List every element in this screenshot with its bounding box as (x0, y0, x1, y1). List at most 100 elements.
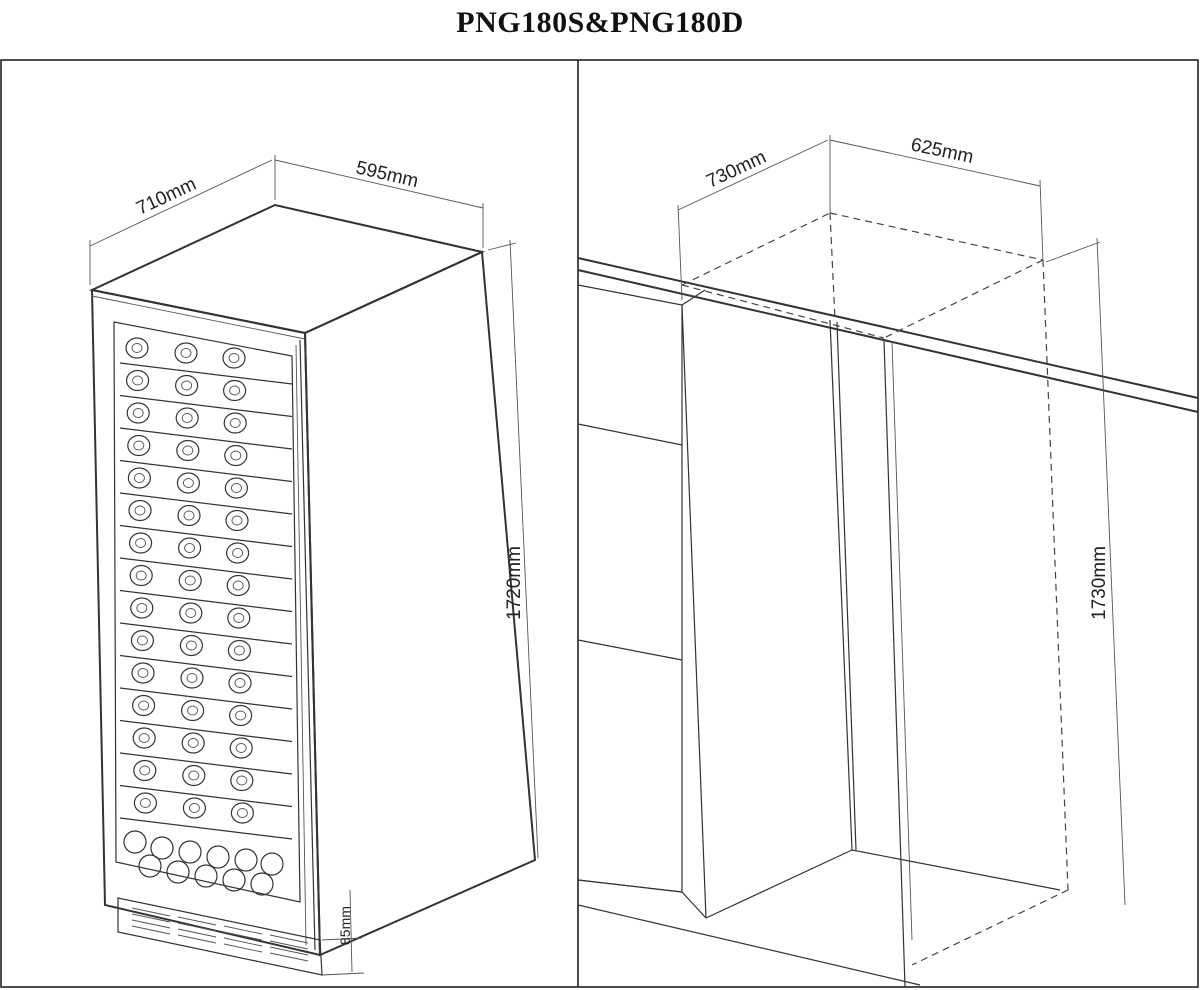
bottle-neck (188, 770, 200, 781)
bottle-neck (187, 738, 199, 748)
shelf-line (119, 557, 293, 580)
bottle-neck (132, 375, 144, 386)
cooler-side-panel (303, 250, 537, 957)
bottle-end (166, 860, 190, 884)
bottle-neck (235, 743, 247, 753)
bottle-neck (235, 710, 247, 721)
bottle-end (178, 840, 202, 864)
shelf-line (119, 492, 293, 515)
shelf-line (119, 362, 293, 385)
vent-slot (223, 937, 263, 947)
bottle-neck (135, 570, 147, 581)
bottle-neck (230, 450, 242, 461)
cooler-base (117, 897, 323, 976)
bottle-end (128, 499, 152, 522)
bottle-end (126, 402, 150, 424)
bottle-end (223, 412, 247, 434)
vent-slot (269, 940, 309, 950)
door-handle (299, 339, 316, 951)
bottle-end (227, 607, 251, 629)
bottle-neck (185, 608, 197, 618)
vent-slot (131, 907, 171, 917)
bottle-neck (132, 408, 144, 418)
bottle-neck (133, 473, 145, 483)
bottle-end (177, 504, 201, 527)
vent-slot (269, 934, 309, 944)
bottle-neck (131, 343, 143, 353)
bottle-neck (181, 380, 193, 391)
bottle-end (174, 342, 198, 364)
vent-slot (177, 934, 217, 944)
bottle-end (175, 407, 199, 429)
bottle-end (176, 439, 200, 462)
bottle-end (131, 662, 155, 684)
bottle-neck (133, 440, 145, 451)
bottle-neck (229, 418, 241, 428)
bottle-neck (183, 510, 195, 521)
bottle-neck (232, 580, 244, 591)
dim-base-height: 85mm (337, 906, 353, 945)
vent-slot (223, 931, 263, 941)
bottle-end (225, 509, 249, 532)
bottle-neck (185, 640, 197, 651)
bottle-end (228, 672, 252, 694)
bottle-end (179, 634, 203, 657)
vent-slot (131, 913, 171, 923)
vent-slot (177, 916, 217, 926)
bottle-end (178, 537, 202, 559)
left-dimensions (89, 155, 539, 976)
bottle-end (224, 477, 248, 499)
bottle-end (125, 337, 149, 359)
base-vents (131, 907, 309, 962)
bottle-end (182, 797, 206, 819)
bottle-end (222, 868, 246, 892)
bottle-end (126, 369, 150, 392)
bottle-end (138, 854, 162, 878)
vent-slot (269, 946, 309, 956)
bottle-neck (233, 613, 245, 623)
bottle-neck (134, 505, 146, 516)
bottle-neck (187, 705, 199, 716)
shelf-line (119, 622, 293, 645)
bottle-end (181, 732, 205, 754)
bottle-end (194, 864, 218, 888)
bottle-end (133, 759, 157, 782)
bottle-end (127, 434, 151, 457)
bottle-neck (180, 348, 192, 358)
bottle-end (229, 704, 253, 727)
shelf-line (119, 654, 293, 678)
vent-slot (177, 928, 217, 938)
bottle-end (179, 602, 203, 624)
bottle-end (129, 532, 153, 554)
left-cabinet (577, 284, 683, 893)
bottle-end (130, 597, 154, 619)
bottle-neck (136, 603, 148, 613)
bottle-end (178, 569, 202, 592)
bottle-end (250, 872, 274, 896)
bottle-end (226, 574, 250, 597)
vent-slot (177, 922, 217, 932)
bottle-neck (236, 775, 248, 786)
page-title: PNG180S&PNG180D (456, 6, 744, 39)
bottle-neck (232, 548, 244, 558)
shelf-line (119, 752, 293, 775)
bottle-end (127, 467, 151, 489)
bottle-neck (184, 543, 196, 553)
vent-slot (223, 943, 263, 953)
bottle-end (133, 792, 157, 814)
bottle-end (180, 667, 204, 689)
bottle-end (181, 699, 205, 722)
dim-height-right: 1730mm (1089, 546, 1110, 620)
bottle-neck (186, 673, 198, 683)
bottle-neck (184, 575, 196, 586)
wine-cooler-drawing (88, 203, 537, 976)
cooler-top-face (88, 203, 486, 335)
shelf-line (119, 589, 293, 613)
vent-slot (223, 925, 263, 935)
vent-slot (269, 952, 309, 962)
right-dimensions (677, 135, 1126, 906)
bottle-neck (234, 678, 246, 688)
bottle-end (175, 374, 199, 397)
bottle-neck (229, 385, 241, 396)
